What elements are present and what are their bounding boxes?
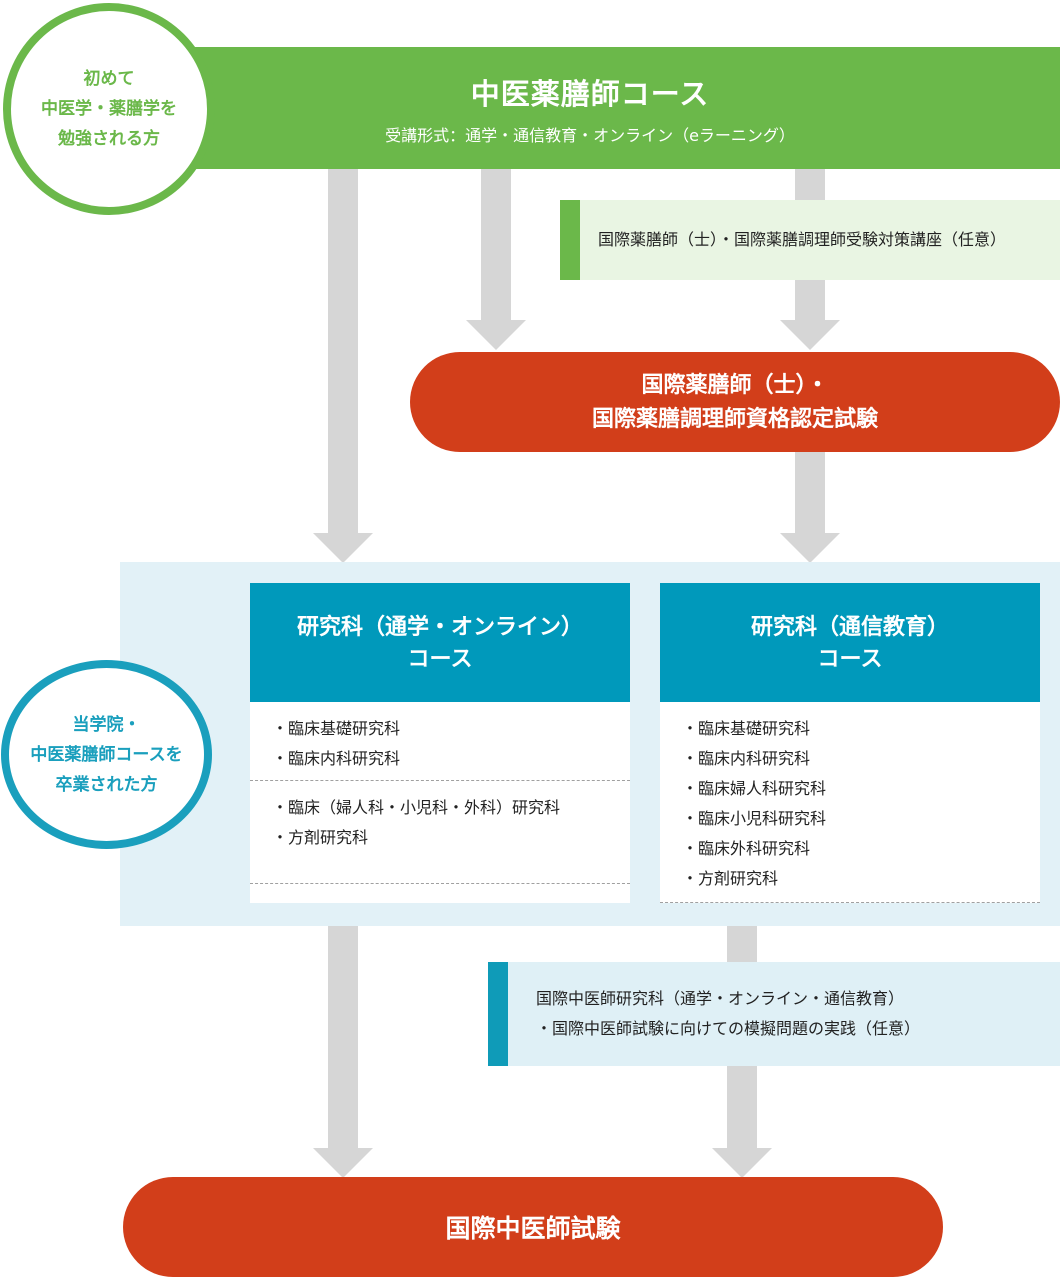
- mid-exam-line-2: 国際薬膳調理師資格認定試験: [591, 406, 878, 432]
- arrow-head-right-bottom: [712, 1148, 772, 1178]
- beginner-target-circle: 初めて 中医学・薬膳学を 勉強される方: [3, 3, 215, 215]
- arrow-shaft-center-top: [481, 169, 511, 322]
- course-left-title-1: 研究科（通学・オンライン）: [296, 613, 583, 640]
- yakuzen-certification-exam: 国際薬膳師（士）・ 国際薬膳調理師資格認定試験: [410, 352, 1060, 452]
- arrow-head-right-top: [780, 320, 840, 350]
- course-left-group-1: ・臨床基礎研究科 ・臨床内科研究科: [250, 702, 630, 781]
- course-left-title-2: コース: [407, 645, 473, 672]
- list-item: ・臨床外科研究科: [682, 839, 811, 858]
- list-item: ・臨床基礎研究科: [272, 719, 401, 738]
- list-item: ・臨床（婦人科・小児科・外科）研究科: [272, 798, 561, 817]
- course-head-attendance-online: 研究科（通学・オンライン） コース: [250, 583, 630, 702]
- tcm-note-line-2: ・国際中医師試験に向けての模擬問題の実践（任意）: [536, 1019, 921, 1038]
- optional-prep-course-note: 国際薬膳師（士）・国際薬膳調理師受験対策講座（任意）: [560, 200, 1060, 280]
- arrow-shaft-left-bottom: [328, 926, 358, 1150]
- course-header-bar: 中医薬膳師コース 受講形式：通学・通信教育・オンライン（eラーニング）: [120, 47, 1060, 169]
- course-format-text: 受講形式：通学・通信教育・オンライン（eラーニング）: [385, 126, 795, 145]
- course-box-correspondence: 研究科（通信教育） コース ・臨床基礎研究科 ・臨床内科研究科 ・臨床婦人科研究…: [660, 583, 1040, 903]
- course-left-items: ・臨床基礎研究科 ・臨床内科研究科 ・臨床（婦人科・小児科・外科）研究科 ・方剤…: [250, 702, 630, 884]
- course-title: 中医薬膳師コース: [470, 77, 710, 111]
- graduate-target-circle: 当学院・ 中医薬膳師コースを 卒業された方: [1, 660, 212, 849]
- course-right-title-2: コース: [817, 645, 883, 672]
- list-item: ・臨床内科研究科: [682, 749, 811, 768]
- beginner-line-1: 初めて: [83, 69, 135, 89]
- beginner-line-3: 勉強される方: [58, 129, 160, 149]
- arrow-shaft-right-mid: [795, 452, 825, 535]
- arrow-head-left-bottom: [313, 1148, 373, 1178]
- course-right-group: ・臨床基礎研究科 ・臨床内科研究科 ・臨床婦人科研究科 ・臨床小児科研究科 ・臨…: [660, 702, 1040, 903]
- list-item: ・臨床小児科研究科: [682, 809, 827, 828]
- graduate-line-1: 当学院・: [72, 714, 141, 735]
- optional-prep-text: 国際薬膳師（士）・国際薬膳調理師受験対策講座（任意）: [598, 230, 1007, 249]
- beginner-line-2: 中医学・薬膳学を: [41, 99, 177, 119]
- course-right-items: ・臨床基礎研究科 ・臨床内科研究科 ・臨床婦人科研究科 ・臨床小児科研究科 ・臨…: [660, 702, 1040, 903]
- list-item: ・臨床内科研究科: [272, 749, 401, 768]
- graduate-line-3: 卒業された方: [55, 774, 158, 795]
- tcm-note-line-1: 国際中医師研究科（通学・オンライン・通信教育）: [536, 989, 905, 1008]
- list-item: ・臨床基礎研究科: [682, 719, 811, 738]
- course-right-title-1: 研究科（通信教育）: [750, 613, 949, 640]
- final-exam-title: 国際中医師試験: [445, 1214, 621, 1243]
- course-head-correspondence: 研究科（通信教育） コース: [660, 583, 1040, 702]
- course-left-group-2: ・臨床（婦人科・小児科・外科）研究科 ・方剤研究科: [250, 781, 630, 884]
- graduate-line-2: 中医薬膳師コースを: [30, 744, 183, 765]
- arrow-head-left-top: [313, 533, 373, 563]
- arrow-shaft-left-top: [328, 169, 358, 535]
- list-item: ・方剤研究科: [272, 828, 369, 847]
- international-tcm-exam: 国際中医師試験: [123, 1177, 943, 1277]
- arrow-head-center-top: [466, 320, 526, 350]
- tcm-research-course-note: 国際中医師研究科（通学・オンライン・通信教育） ・国際中医師試験に向けての模擬問…: [488, 962, 1060, 1066]
- arrow-head-right-mid: [780, 533, 840, 563]
- course-box-attendance-online: 研究科（通学・オンライン） コース ・臨床基礎研究科 ・臨床内科研究科 ・臨床（…: [250, 583, 630, 903]
- list-item: ・方剤研究科: [682, 869, 779, 888]
- mid-exam-line-1: 国際薬膳師（士）・: [641, 372, 829, 398]
- list-item: ・臨床婦人科研究科: [682, 779, 827, 798]
